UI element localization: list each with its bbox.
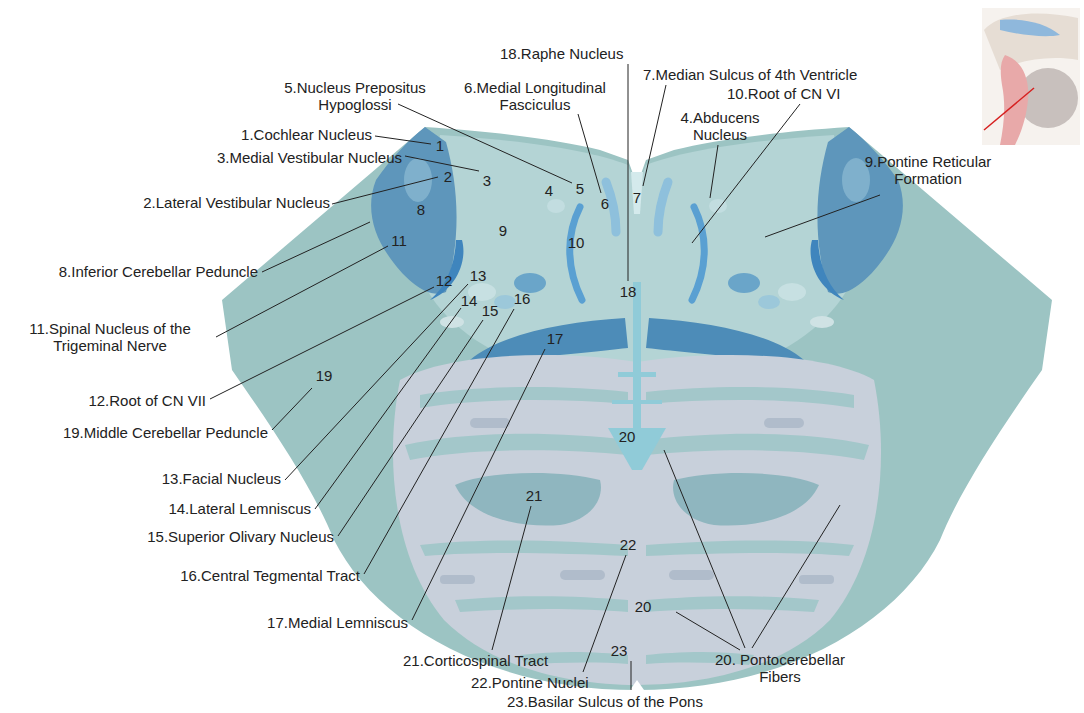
structure-label: 5.Nucleus Prepositus Hypoglossi bbox=[273, 79, 438, 113]
callout-number: 20 bbox=[619, 428, 636, 445]
basilar-sulcus bbox=[630, 680, 644, 690]
raphe bbox=[633, 282, 641, 432]
callout-number: 6 bbox=[601, 195, 609, 212]
callout-number: 18 bbox=[620, 283, 637, 300]
structure-label: 18.Raphe Nucleus bbox=[500, 45, 623, 62]
callout-number: 10 bbox=[568, 234, 585, 251]
structure-label: 7.Median Sulcus of 4th Ventricle bbox=[643, 66, 857, 83]
callout-number: 3 bbox=[483, 172, 491, 189]
structure-label: 8.Inferior Cerebellar Peduncle bbox=[59, 263, 258, 280]
callout-number: 14 bbox=[461, 292, 478, 309]
structure-label: 1.Cochlear Nucleus bbox=[241, 126, 372, 143]
callout-number: 16 bbox=[514, 290, 531, 307]
structure-label: 23.Basilar Sulcus of the Pons bbox=[507, 693, 703, 710]
structure-label: 4.Abducens Nucleus bbox=[668, 109, 773, 143]
left-half bbox=[371, 127, 637, 685]
structure-label: 20. Pontocerebellar Fibers bbox=[698, 651, 863, 685]
callout-number: 13 bbox=[470, 267, 487, 284]
callout-number: 17 bbox=[547, 330, 564, 347]
callout-number: 2 bbox=[444, 168, 452, 185]
pons-outline bbox=[222, 127, 1052, 690]
orientation-inset bbox=[982, 8, 1080, 145]
structure-label: 16.Central Tegmental Tract bbox=[180, 567, 360, 584]
leader-lines bbox=[210, 64, 880, 690]
raphe bbox=[612, 400, 662, 404]
structure-label: 2.Lateral Vestibular Nucleus bbox=[143, 194, 330, 211]
callout-number: 12 bbox=[436, 272, 453, 289]
callout-number: 8 bbox=[417, 201, 425, 218]
median-sulcus bbox=[631, 172, 643, 214]
structure-label: 22.Pontine Nuclei bbox=[471, 674, 589, 691]
structure-label: 15.Superior Olivary Nucleus bbox=[147, 528, 334, 545]
raphe bbox=[618, 372, 656, 377]
callout-number: 22 bbox=[620, 536, 637, 553]
right-half bbox=[637, 127, 903, 685]
raphe bbox=[608, 428, 666, 470]
structure-label: 12.Root of CN VII bbox=[88, 392, 206, 409]
callout-number: 1 bbox=[436, 137, 444, 154]
callout-number: 7 bbox=[633, 189, 641, 206]
structure-label: 17.Medial Lemniscus bbox=[267, 614, 408, 631]
callout-number: 21 bbox=[526, 487, 543, 504]
callout-number: 23 bbox=[611, 642, 628, 659]
structure-label: 3.Medial Vestibular Nucleus bbox=[217, 149, 402, 166]
callout-number: 5 bbox=[576, 180, 584, 197]
structure-label: 19.Middle Cerebellar Peduncle bbox=[63, 424, 268, 441]
structure-label: 13.Facial Nucleus bbox=[162, 470, 281, 487]
structure-label: 9.Pontine Reticular Formation bbox=[846, 153, 1011, 187]
callout-number: 9 bbox=[499, 222, 507, 239]
structure-label: 14.Lateral Lemniscus bbox=[168, 500, 311, 517]
structure-label: 10.Root of CN VI bbox=[727, 85, 840, 102]
callout-number: 4 bbox=[545, 182, 553, 199]
callout-number: 20 bbox=[635, 598, 652, 615]
structure-label: 6.Medial Longitudinal Fasciculus bbox=[445, 79, 625, 113]
callout-number: 11 bbox=[391, 232, 407, 249]
callout-number: 19 bbox=[316, 367, 333, 384]
callout-number: 15 bbox=[482, 302, 499, 319]
structure-label: 11.Spinal Nucleus of the Trigeminal Nerv… bbox=[8, 320, 213, 354]
structure-label: 21.Corticospinal Tract bbox=[403, 652, 548, 669]
